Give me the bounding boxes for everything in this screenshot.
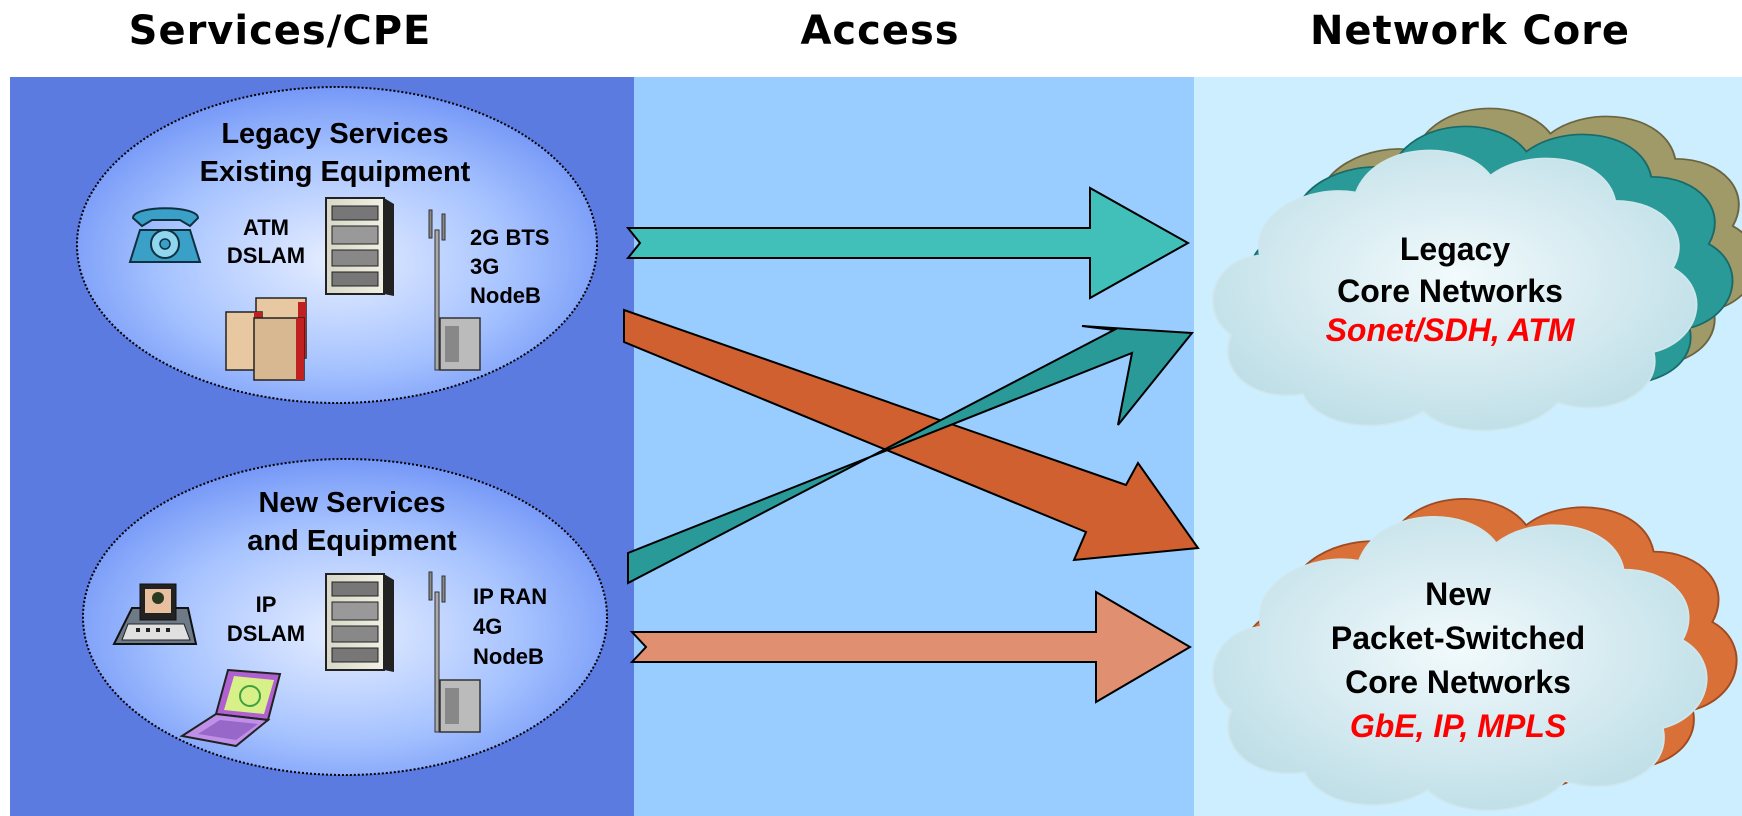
new-core-tech: GbE, IP, MPLS <box>1350 708 1567 744</box>
telephone-icon <box>128 207 202 263</box>
new-core-line-1: New <box>1425 576 1491 612</box>
legacy-group-title-1: Legacy Services <box>221 118 448 150</box>
new-core-cloud: New Packet-Switched Core Networks GbE, I… <box>1211 497 1738 812</box>
legacy-core-line-2: Core Networks <box>1337 273 1563 309</box>
new-core-line-3: Core Networks <box>1345 664 1571 700</box>
services-column-title: Services/CPE <box>128 8 432 54</box>
core-column-title: Network Core <box>1309 8 1631 54</box>
laptop-icon <box>179 668 282 748</box>
legacy-radio-label-1: 2G BTS <box>470 225 549 250</box>
new-radio-label-1: IP RAN <box>473 584 547 609</box>
new-dslam-label-2: DSLAM <box>227 621 305 646</box>
legacy-group-title-2: Existing Equipment <box>200 156 471 188</box>
legacy-to-legacy-core-arrow <box>625 186 1191 300</box>
new-group-title-1: New Services <box>258 487 445 519</box>
legacy-core-cloud: Legacy Core Networks Sonet/SDH, ATM <box>1211 107 1742 432</box>
ip-dslam-rack-icon <box>325 573 394 672</box>
new-to-new-core-arrow <box>629 590 1192 704</box>
video-phone-icon <box>112 583 198 645</box>
ip-ran-antenna-icon <box>428 571 481 733</box>
new-services-group: New Services and Equipment IP DSLAM <box>82 458 608 776</box>
legacy-radio-label-3: NodeB <box>470 283 541 308</box>
new-core-line-2: Packet-Switched <box>1331 620 1585 656</box>
legacy-dslam-label-1: ATM <box>243 215 289 240</box>
new-radio-label-2: 4G <box>473 614 502 639</box>
legacy-core-line-1: Legacy <box>1400 231 1510 267</box>
legacy-core-tech: Sonet/SDH, ATM <box>1326 312 1576 348</box>
new-dslam-label-1: IP <box>256 592 277 617</box>
legacy-switch-icon <box>225 297 307 381</box>
legacy-dslam-label-2: DSLAM <box>227 243 305 268</box>
atm-dslam-rack-icon <box>325 197 394 296</box>
legacy-services-group: Legacy Services Existing Equipment ATM D… <box>76 86 598 404</box>
access-column-title: Access <box>800 8 960 54</box>
new-radio-label-3: NodeB <box>473 644 544 669</box>
new-group-title-2: and Equipment <box>247 525 457 557</box>
bts-antenna-icon <box>428 209 481 371</box>
legacy-radio-label-2: 3G <box>470 254 499 279</box>
new-to-legacy-core-arrow <box>627 325 1194 585</box>
